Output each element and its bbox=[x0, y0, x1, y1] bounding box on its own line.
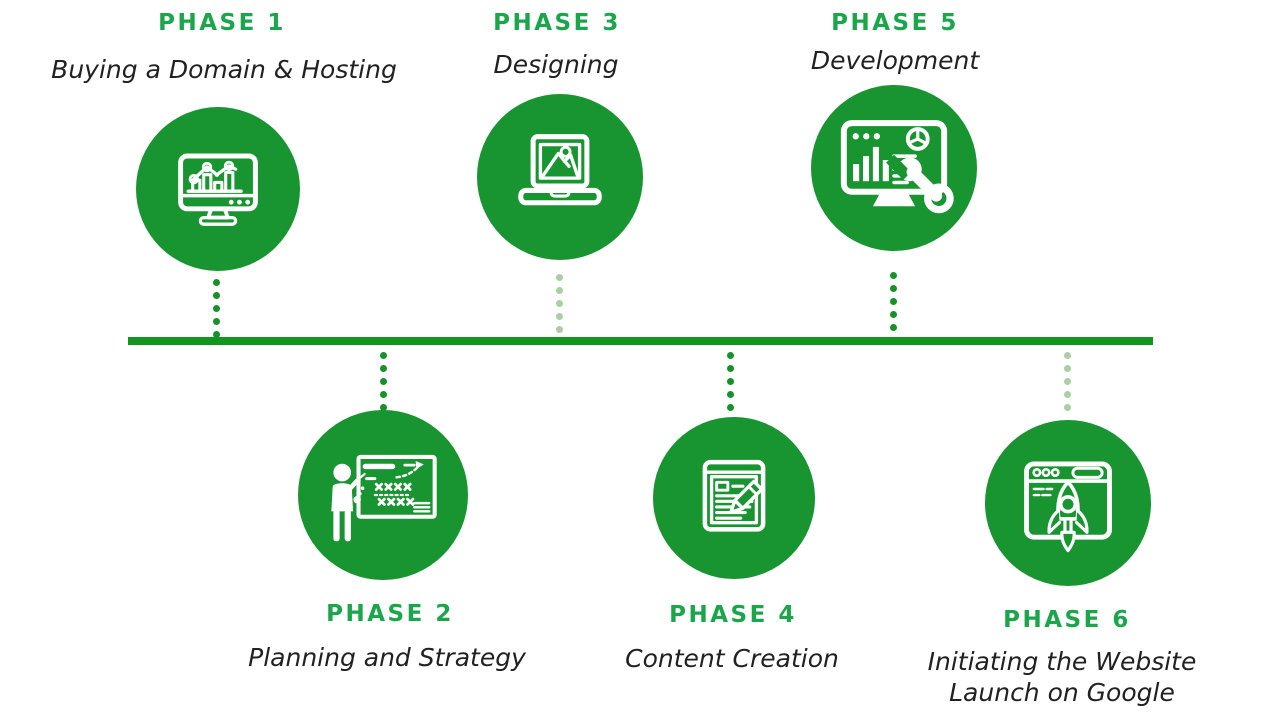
laptop-image-icon bbox=[518, 134, 602, 206]
phase-3-title: Designing bbox=[493, 50, 619, 79]
phase-1-circle bbox=[136, 107, 300, 271]
phase-4-title: Content Creation bbox=[625, 644, 839, 673]
phase-5-label: PHASE 5 bbox=[831, 10, 959, 36]
phase-6-circle bbox=[985, 420, 1151, 586]
phase-4-connector bbox=[727, 352, 734, 411]
phase-3-label: PHASE 3 bbox=[493, 10, 621, 36]
phase-6-connector bbox=[1064, 352, 1071, 411]
phase-2-circle bbox=[298, 410, 468, 580]
phase-4-circle bbox=[653, 417, 815, 579]
phase-4-label: PHASE 4 bbox=[669, 602, 797, 628]
phase-5-connector bbox=[890, 272, 897, 331]
person-silhouette bbox=[331, 463, 354, 542]
phase-6-title: Initiating the Website Launch on Google bbox=[927, 647, 1197, 707]
browser-rocket-icon bbox=[1024, 461, 1112, 553]
phase-1-connector bbox=[213, 279, 220, 338]
rocket bbox=[1047, 480, 1089, 553]
timeline-line bbox=[128, 337, 1153, 345]
document-pencil-icon bbox=[702, 459, 766, 532]
phase-6-label: PHASE 6 bbox=[1003, 607, 1131, 633]
phase-3-connector bbox=[556, 274, 563, 333]
phase-1-label: PHASE 1 bbox=[158, 10, 286, 36]
monitor-analytics-icon bbox=[178, 153, 258, 226]
planning-board-icon bbox=[331, 454, 437, 542]
phase-3-circle bbox=[477, 94, 643, 260]
phase-2-label: PHASE 2 bbox=[326, 601, 454, 627]
phase-5-circle bbox=[811, 85, 977, 251]
phase-2-connector bbox=[380, 352, 387, 411]
phase-5-title: Development bbox=[810, 46, 980, 75]
monitor-wrench-icon bbox=[840, 120, 954, 214]
phase-1-title: Buying a Domain & Hosting bbox=[51, 55, 397, 84]
wrench bbox=[886, 154, 954, 214]
phase-2-title: Planning and Strategy bbox=[248, 643, 526, 672]
